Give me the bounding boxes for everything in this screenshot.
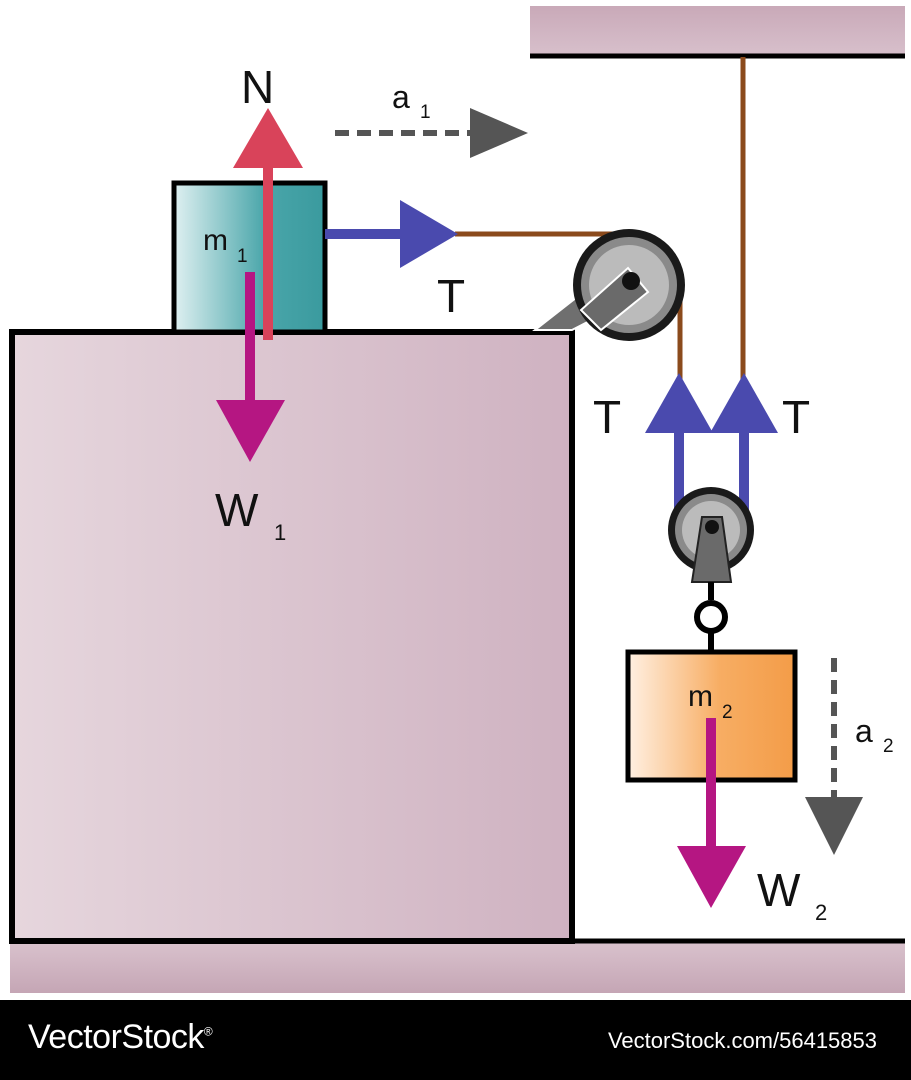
weight1-arrow	[216, 272, 285, 462]
tension-arrowhead-left	[645, 373, 713, 433]
normal-force-arrow	[233, 108, 303, 340]
mass1-label: m	[203, 224, 228, 257]
mass2-subscript: 2	[722, 702, 733, 723]
accel1-arrow	[335, 108, 528, 158]
tension-label-top: T	[437, 270, 465, 322]
lower-pulley	[668, 487, 754, 652]
weight2-label: W	[757, 864, 801, 916]
table	[9, 329, 575, 944]
tension-arrow-m1	[325, 200, 458, 268]
tension-arrowhead-right	[710, 373, 778, 433]
floor	[10, 941, 905, 993]
brand-name: VectorStock	[28, 1018, 204, 1056]
weight1-subscript: 1	[274, 520, 286, 545]
tension-label-right: T	[782, 391, 810, 443]
mass2-label: m	[688, 680, 713, 713]
brand-registered-mark: ®	[203, 1024, 213, 1039]
upper-pulley	[573, 229, 685, 341]
footer-bar	[0, 1000, 911, 1080]
accel2-arrow	[805, 658, 863, 855]
accel2-subscript: 2	[883, 736, 894, 757]
accel1-label: a	[392, 79, 410, 115]
mass2-block	[625, 649, 798, 783]
mass1-subscript: 1	[237, 246, 248, 267]
ceiling	[530, 6, 905, 54]
weight2-subscript: 2	[815, 900, 827, 925]
footer-url[interactable]: VectorStock.com/56415853	[607, 1028, 877, 1053]
weight1-label: W	[215, 484, 259, 536]
tension-label-left: T	[593, 391, 621, 443]
accel1-subscript: 1	[420, 102, 431, 123]
accel2-label: a	[855, 713, 873, 749]
weight2-arrow	[677, 718, 746, 908]
pulley-system-diagram: m 1 m 2 T T T N W 1 W 2 a 1 a 2	[9, 6, 905, 993]
normal-force-label: N	[241, 61, 274, 113]
brand-logo[interactable]: VectorStock®	[28, 1018, 213, 1057]
